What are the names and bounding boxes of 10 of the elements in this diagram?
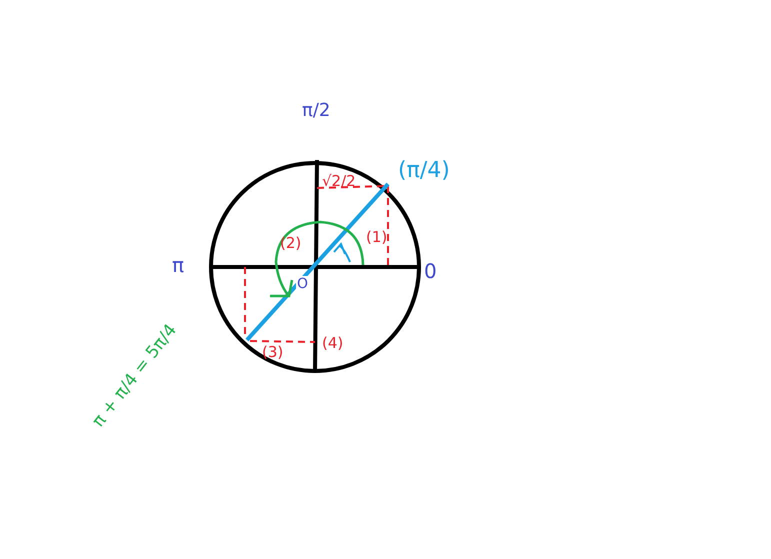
angle-label: π <box>172 255 184 275</box>
quadrant-number: (2) <box>280 236 302 251</box>
origin-label: O <box>296 276 310 292</box>
quadrant-number: (3) <box>262 345 284 360</box>
angle-label: π/2 <box>302 102 330 120</box>
value-label: √2/2 <box>322 174 356 189</box>
quadrant-number: (4) <box>322 336 344 351</box>
angle-label: 0 <box>424 261 437 281</box>
quadrant-number: (1) <box>366 230 388 245</box>
angle-label: (π/4) <box>398 160 450 182</box>
